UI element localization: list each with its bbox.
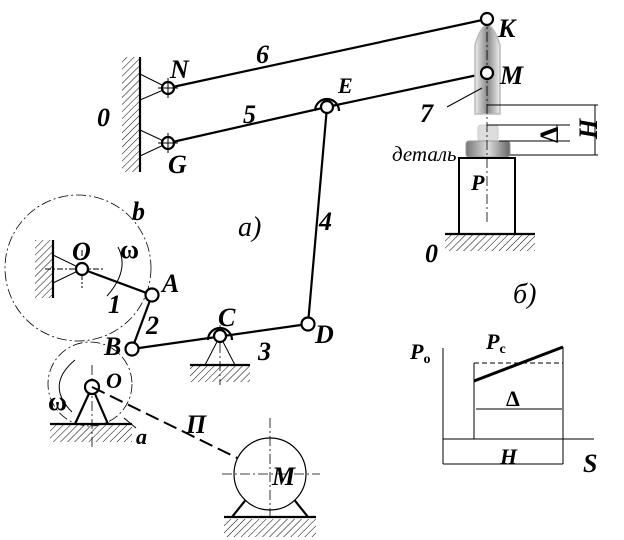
label-part-a: a) (238, 212, 261, 243)
dimension-lines (487, 104, 598, 156)
crank-lower (47, 341, 137, 448)
label-link-6: 6 (256, 40, 269, 69)
force-graph (442, 345, 594, 465)
link-4 (306, 106, 329, 325)
label-link-7: 7 (420, 99, 434, 128)
label-frame-0-top: 0 (97, 103, 110, 132)
joint-b (124, 341, 140, 357)
label-d: D (314, 320, 334, 349)
label-o-bottom: O (106, 368, 122, 393)
label-g: G (168, 150, 187, 179)
label-o-top: O (72, 237, 91, 266)
label-delta: Δ (535, 127, 564, 143)
link-6 (167, 17, 488, 90)
support-c (190, 325, 250, 385)
label-frame-0-right: 0 (425, 239, 438, 268)
label-c: C (218, 303, 236, 332)
link-e-m (326, 71, 488, 109)
label-graph-delta: Δ (506, 386, 520, 411)
crank-upper (4, 194, 152, 342)
label-n: N (169, 55, 190, 84)
label-link-3: 3 (257, 337, 271, 366)
label-motor: M (271, 462, 296, 491)
joint-k (479, 11, 495, 27)
label-m: M (499, 61, 524, 90)
label-b: B (103, 332, 121, 361)
label-link-5: 5 (243, 100, 256, 129)
motor (222, 418, 320, 537)
label-x-axis: S (583, 449, 597, 478)
label-link-1: 1 (108, 290, 121, 319)
label-k: K (497, 14, 517, 43)
joint-e (319, 99, 335, 115)
punch (445, 14, 535, 251)
joint-d (300, 316, 316, 332)
link-2 (130, 294, 154, 350)
label-circle-a: a (136, 424, 147, 449)
force-curve (473, 345, 564, 383)
joint-m (479, 65, 495, 81)
link-5 (167, 105, 328, 145)
frame-wall-left (122, 57, 170, 172)
label-circle-b: b (132, 197, 145, 226)
label-omega-top: ω (120, 235, 139, 264)
label-a: A (160, 269, 179, 298)
label-part-b: б) (513, 279, 536, 310)
label-force-p: P (470, 170, 485, 195)
label-transmission: П (185, 410, 207, 439)
label-height: H (574, 118, 603, 140)
label-link-2: 2 (145, 311, 159, 340)
joint-e-cap (313, 97, 341, 112)
label-link-4: 4 (318, 207, 332, 236)
label-workpiece: деталь (392, 142, 457, 166)
label-y-axis: Po (409, 339, 430, 367)
label-graph-height: H (499, 444, 518, 469)
label-omega-bottom: ω (48, 387, 67, 416)
label-pc: Pc (485, 329, 506, 357)
label-e: E (337, 73, 353, 98)
